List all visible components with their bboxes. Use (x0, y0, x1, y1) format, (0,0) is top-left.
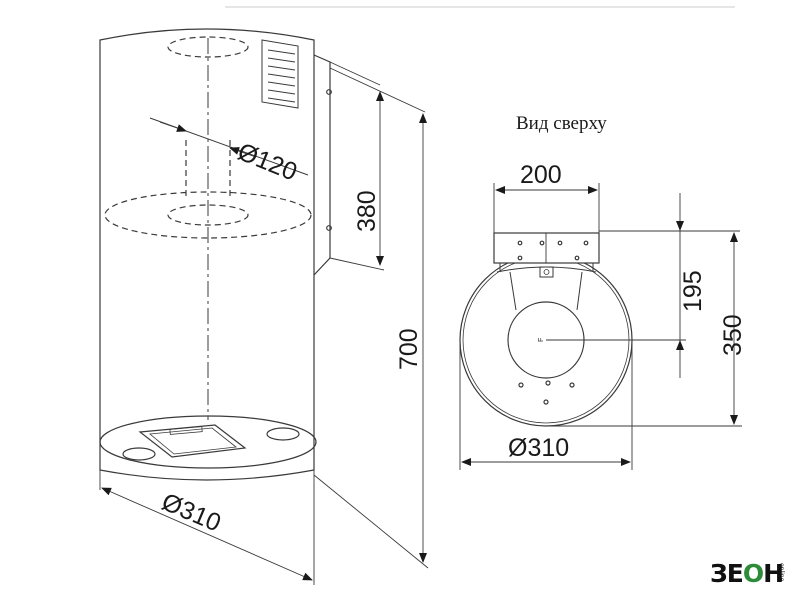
dim-700-ext-bottom (313, 474, 429, 569)
bracket-hole-3 (557, 240, 563, 246)
zeon-logo: ЗЕОН online (710, 559, 785, 587)
top-outlet-hidden (167, 36, 249, 58)
panel-hole-1 (518, 382, 524, 388)
f-mark: F (538, 338, 545, 342)
bracket-screw-top (326, 89, 332, 95)
logo-text: ЗЕОН (710, 559, 783, 587)
dim-120-arrow (159, 121, 187, 132)
connector-box (539, 266, 554, 278)
bracket-hole-2 (539, 240, 545, 246)
dim-310-top-label: Ø310 (508, 434, 569, 462)
panel-hole-2 (545, 380, 551, 386)
side-view (99, 28, 429, 585)
top-view-title: Вид сверху (516, 113, 607, 134)
dim-700-label: 700 (395, 328, 423, 370)
top-bracket-tabs (499, 263, 594, 272)
panel-hole-4 (543, 399, 549, 405)
top-bracket (493, 232, 600, 264)
lamp-right (266, 427, 300, 441)
mid-plane-hidden (104, 191, 312, 239)
vent-grille (261, 39, 299, 109)
dim-195-arrow-top (676, 221, 684, 231)
control-panel-inner (149, 427, 238, 455)
panel-lines (509, 271, 583, 311)
bracket-hole-6 (574, 255, 580, 261)
bracket-hole-5 (517, 255, 523, 261)
panel-hole-3 (569, 382, 575, 388)
dim-380-ext-bottom (329, 257, 385, 271)
display-strip (169, 426, 203, 435)
lamp-left (122, 447, 156, 461)
cylinder-outline (99, 28, 315, 481)
bracket-screw-bottom (326, 225, 332, 231)
bracket-hole-1 (517, 240, 523, 246)
dim-380-label: 380 (353, 190, 381, 232)
dim-195-label: 195 (679, 270, 707, 312)
dim-310-side-line (101, 487, 313, 581)
dim-350-label: 350 (719, 314, 747, 356)
bottom-panel (99, 415, 317, 469)
connector-hole (543, 269, 550, 275)
dim-120-arrow-2 (229, 147, 257, 158)
wall-bracket (313, 54, 331, 276)
dim-380-ext-top (329, 61, 381, 86)
dim-700-ext-top (329, 67, 426, 113)
logo-suffix: online (778, 563, 785, 582)
top-view (459, 183, 742, 470)
dim-195-arrow-bottom (676, 340, 684, 350)
dim-200-label: 200 (520, 161, 562, 189)
bracket-hole-4 (583, 240, 589, 246)
dim-310-side-label: Ø310 (158, 488, 225, 538)
mid-outlet-hidden (167, 204, 249, 226)
